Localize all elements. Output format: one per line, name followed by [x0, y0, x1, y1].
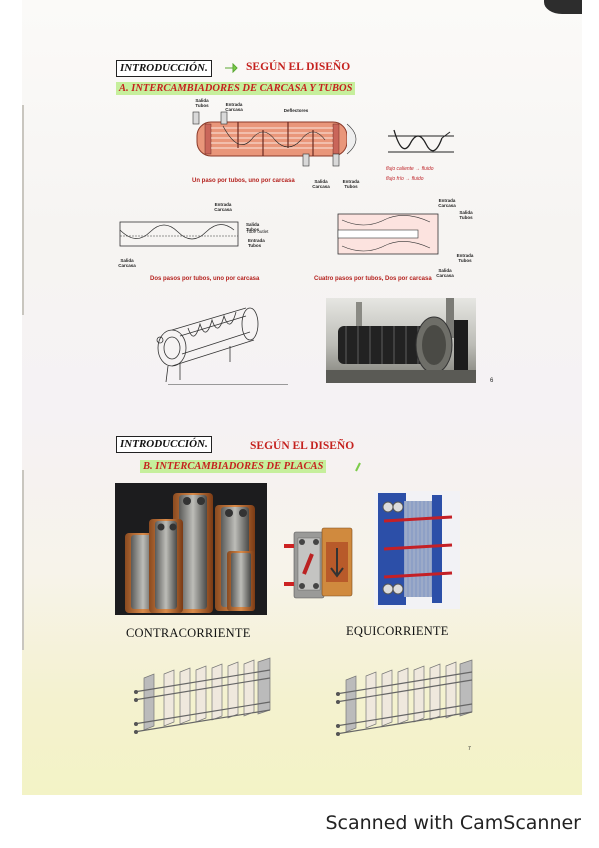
- shell-tube-photo-image: [326, 298, 476, 383]
- intro-label: INTRODUCCIÓN.: [116, 60, 212, 77]
- two-pass-exchanger-diagram: [119, 221, 239, 247]
- handwritten-note-hot: flujo caliente → fluido: [386, 166, 434, 172]
- shell-tube-photo: [326, 298, 476, 383]
- label-shell-outlet: Salida Carcasa: [312, 179, 330, 189]
- label-shell-inlet-3: Entrada Carcasa: [438, 198, 456, 208]
- caption-two-pass: Dos pasos por tubos, uno por carcasa: [150, 276, 260, 282]
- one-pass-exchanger-diagram: [192, 111, 357, 167]
- slide-shell-and-tube: INTRODUCCIÓN. SEGÚN EL DISEÑO A. INTERCA…: [88, 48, 508, 398]
- label-tube-inlet-2: Entrada Tubos: [248, 238, 265, 248]
- label-shell-outlet-3: Salida Carcasa: [436, 268, 454, 278]
- design-heading: SEGÚN EL DISEÑO: [246, 61, 351, 73]
- frame-plate-exchanger-image: [378, 493, 453, 605]
- caption-four-pass: Cuatro pasos por tubos, Dos por carcasa: [314, 276, 432, 282]
- label-tube-inlet-3: Entrada Tubos: [456, 253, 474, 263]
- label-baffles: Deflectores: [283, 108, 309, 113]
- binder-margin: [22, 470, 24, 650]
- intro-label: INTRODUCCIÓN.: [116, 436, 212, 453]
- frame-plate-exchanger-photo: [374, 491, 460, 609]
- label-tube-outlet-en: Tube outlet: [246, 229, 269, 234]
- gasketed-plate-exchanger-image: [284, 527, 353, 599]
- parallelflow-label: EQUICORRIENTE: [346, 624, 449, 638]
- parallelflow-plate-diagram: [335, 659, 473, 736]
- page-number: 6: [490, 378, 494, 384]
- handwritten-note-cold: flujo frío → fluido: [386, 176, 424, 182]
- label-tube-inlet: Entrada Tubos: [342, 179, 360, 189]
- counterflow-label: CONTRACORRIENTE: [126, 626, 251, 640]
- label-tube-outlet-2: Salida Tubos: [246, 222, 260, 232]
- page-corner-shadow: [544, 0, 582, 14]
- section-title: B. INTERCAMBIADORES DE PLACAS: [140, 460, 327, 473]
- label-tube-outlet: Salida Tubos: [195, 98, 209, 108]
- label-shell-outlet-2: Salida Carcasa: [118, 258, 136, 268]
- four-pass-exchanger-diagram: [337, 213, 439, 255]
- plate-exchangers-image: [125, 493, 255, 613]
- design-heading: SEGÚN EL DISEÑO: [250, 440, 355, 452]
- label-shell-inlet: Entrada Carcasa: [225, 102, 243, 112]
- counterflow-plate-diagram: [133, 657, 271, 734]
- page-number: 7: [468, 746, 471, 752]
- binder-margin: [22, 105, 24, 315]
- green-arrow-icon: [225, 63, 238, 73]
- divider: [168, 384, 288, 385]
- caption-one-pass: Un paso por tubos, uno por carcasa: [192, 178, 295, 184]
- plate-exchangers-photo: [115, 483, 267, 615]
- section-title: A. INTERCAMBIADORES DE CARCASA Y TUBOS: [116, 82, 356, 95]
- scanner-watermark-text: Scanned with CamScanner: [325, 812, 581, 834]
- green-slash-icon: [355, 462, 361, 472]
- label-tube-outlet-3: Salida Tubos: [459, 210, 473, 220]
- label-shell-inlet-2: Entrada Carcasa: [214, 202, 232, 212]
- slide-plate-exchanger: INTRODUCCIÓN. SEGÚN EL DISEÑO B. INTERCA…: [88, 428, 508, 768]
- handwritten-sketch: [388, 129, 454, 153]
- exchanger-line-drawing: [156, 307, 259, 383]
